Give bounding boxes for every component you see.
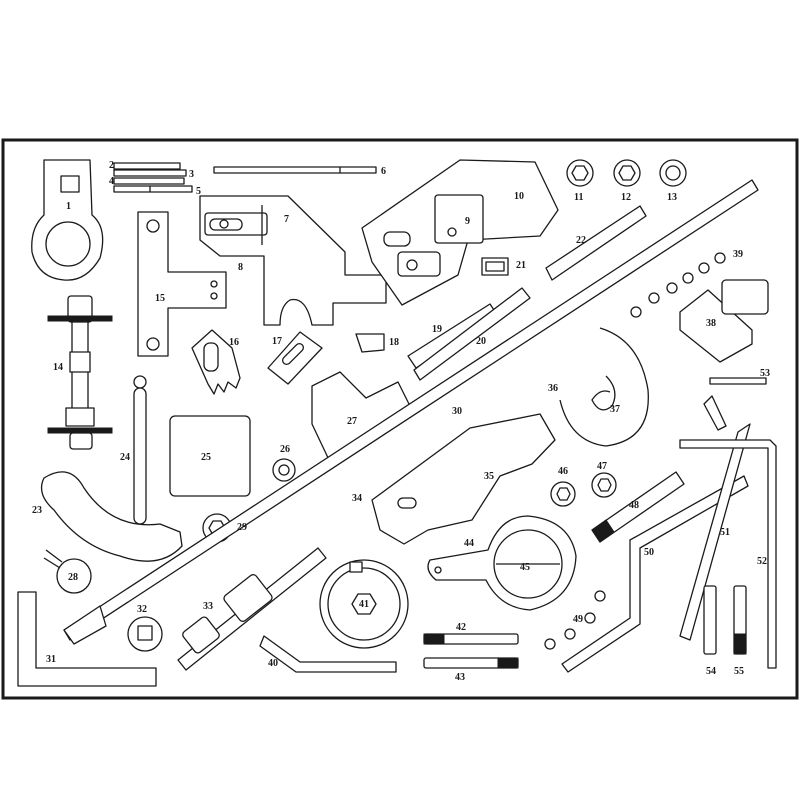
label-40: 40	[268, 658, 278, 669]
label-47: 47	[597, 461, 607, 472]
part-2-5-bars	[113, 162, 193, 193]
label-44: 44	[464, 538, 474, 549]
label-55: 55	[734, 666, 744, 677]
label-36: 36	[548, 383, 558, 394]
label-29: 29	[237, 522, 247, 533]
part-19-20-bars	[407, 287, 531, 381]
label-17: 17	[272, 336, 282, 347]
part-17-block	[267, 331, 323, 385]
part-11-13-nuts	[566, 159, 687, 187]
part-28-clamp	[43, 549, 92, 594]
part-14-shaft	[47, 295, 113, 450]
label-42: 42	[456, 622, 466, 633]
part-number-labels: 1 2 3 4 5 6 7 8 9 10 11 12 13 14 15 16 1…	[32, 160, 770, 683]
label-16: 16	[229, 337, 239, 348]
label-23: 23	[32, 505, 42, 516]
label-41: 41	[359, 599, 369, 610]
label-43: 43	[455, 672, 465, 683]
label-37: 37	[610, 404, 620, 415]
part-1-holding-plate	[31, 159, 104, 281]
label-21: 21	[516, 260, 526, 271]
part-46-47-nuts	[550, 472, 617, 507]
part-44-45-hub	[427, 515, 577, 611]
label-24: 24	[120, 452, 130, 463]
label-9: 9	[465, 216, 470, 227]
part-24-pin	[133, 375, 147, 525]
part-18-block	[355, 333, 385, 353]
label-6: 6	[381, 166, 386, 177]
label-12: 12	[621, 192, 631, 203]
label-48: 48	[629, 500, 639, 511]
label-32: 32	[137, 604, 147, 615]
label-22: 22	[576, 235, 586, 246]
label-14: 14	[53, 362, 63, 373]
part-22-bar	[545, 205, 647, 281]
part-39-washers	[630, 252, 726, 318]
label-3: 3	[189, 169, 194, 180]
part-40-rod	[259, 635, 397, 673]
label-34: 34	[352, 493, 362, 504]
label-28: 28	[68, 572, 78, 583]
label-27: 27	[347, 416, 357, 427]
part-52-53-keys	[679, 377, 777, 669]
part-6-rod	[213, 166, 377, 174]
part-34-35-plate	[371, 413, 556, 545]
label-53: 53	[760, 368, 770, 379]
label-20: 20	[476, 336, 486, 347]
label-46: 46	[558, 466, 568, 477]
label-4: 4	[109, 176, 114, 187]
part-21-clip	[481, 257, 509, 276]
part-48-pin	[591, 471, 685, 543]
label-2: 2	[109, 160, 114, 171]
part-38-blocks	[679, 279, 769, 363]
part-31-bracket	[17, 591, 157, 687]
part-23-lever	[40, 471, 183, 562]
part-36-37-hook	[559, 327, 649, 447]
label-33: 33	[203, 601, 213, 612]
part-32-socket	[127, 616, 163, 652]
part-26-washer	[272, 458, 296, 482]
part-49-washers	[544, 590, 606, 650]
part-41-disc	[319, 559, 409, 649]
part-15-t-plate	[137, 211, 227, 357]
label-54: 54	[706, 666, 716, 677]
part-16-comb	[191, 329, 241, 395]
label-45: 45	[520, 562, 530, 573]
label-38: 38	[706, 318, 716, 329]
part-33-shaft	[177, 547, 327, 671]
label-49: 49	[573, 614, 583, 625]
label-26: 26	[280, 444, 290, 455]
label-13: 13	[667, 192, 677, 203]
label-19: 19	[432, 324, 442, 335]
label-8: 8	[238, 262, 243, 273]
label-52: 52	[757, 556, 767, 567]
part-50-51-rods	[561, 423, 751, 673]
label-35: 35	[484, 471, 494, 482]
part-30-rod	[63, 179, 759, 645]
label-10: 10	[514, 191, 524, 202]
label-31: 31	[46, 654, 56, 665]
part-9-10-plate	[361, 159, 559, 306]
label-51: 51	[720, 527, 730, 538]
part-54-55-pins	[703, 585, 747, 655]
label-11: 11	[574, 192, 583, 203]
label-39: 39	[733, 249, 743, 260]
part-42-43-pins	[423, 633, 519, 669]
label-15: 15	[155, 293, 165, 304]
label-18: 18	[389, 337, 399, 348]
label-5: 5	[196, 186, 201, 197]
part-7-8-bracket	[199, 195, 387, 326]
label-7: 7	[284, 214, 289, 225]
label-50: 50	[644, 547, 654, 558]
label-25: 25	[201, 452, 211, 463]
label-1: 1	[66, 201, 71, 212]
label-30: 30	[452, 406, 462, 417]
part-25-plate	[169, 415, 251, 497]
